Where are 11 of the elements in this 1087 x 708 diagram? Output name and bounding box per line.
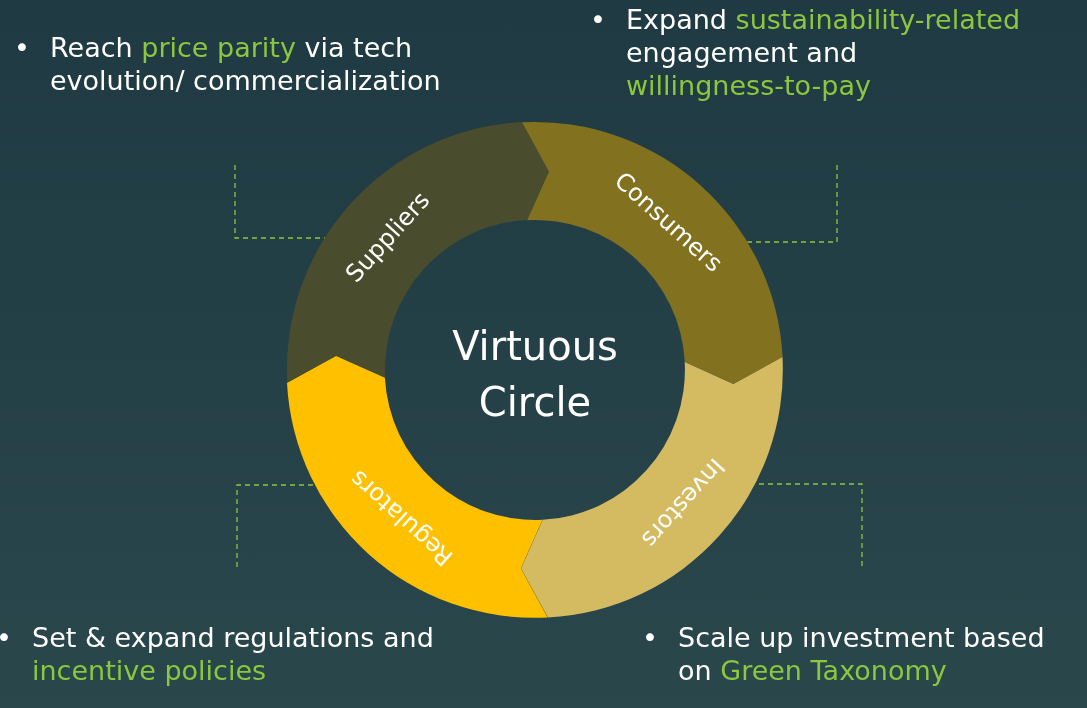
bullet-text: Reach price parity via tech evolution/ commercialization (50, 32, 442, 98)
bullet-text: Expand sustainability-related engagement and willingness-to-pay (626, 4, 1022, 103)
bullet-mark: • (641, 622, 659, 655)
bullet-mark: • (589, 4, 607, 37)
leader-line (746, 164, 838, 243)
center-title: Virtuous Circle (451, 322, 619, 427)
bullet-text: Scale up investment based on Green Taxonomy (678, 622, 1046, 688)
leader-line (236, 484, 316, 568)
bullet-text: Set & expand regulations and incentive policies (32, 622, 434, 688)
bullet-mark: • (0, 622, 13, 655)
bullet-mark: • (13, 32, 31, 65)
